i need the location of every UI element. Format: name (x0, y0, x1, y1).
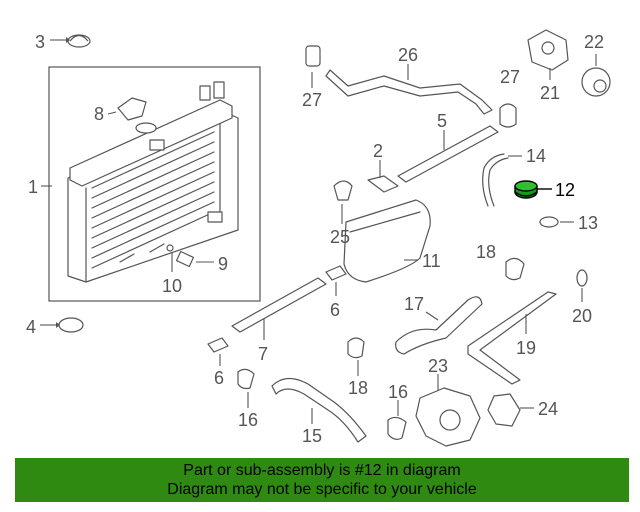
part-18-clamp-lower (347, 337, 365, 376)
callout-3: 3 (35, 32, 45, 52)
part-23-thermostat-housing (415, 374, 481, 447)
part-9-sensor (166, 244, 214, 272)
callout-12: 12 (555, 180, 575, 200)
part-27-clamp-right (499, 103, 517, 128)
parts-diagram: 1 2 3 4 5 6 6 7 8 9 10 11 12 13 14 15 16… (26, 29, 611, 447)
part-24-gasket (487, 393, 534, 427)
part-20-oring (576, 269, 588, 302)
part-3-cap (50, 34, 91, 48)
part-4-cap (40, 317, 84, 333)
part-22-pulley (581, 54, 611, 97)
callout-18-upper: 18 (476, 242, 496, 262)
callout-4: 4 (26, 317, 36, 337)
callout-9: 9 (218, 254, 228, 274)
callout-27-left: 27 (302, 90, 322, 110)
callout-25: 25 (330, 227, 350, 247)
callout-16-right: 16 (388, 382, 408, 402)
callout-7: 7 (258, 344, 268, 364)
part-6-pad-lower (207, 337, 229, 366)
part-16-clamp-right (387, 400, 407, 440)
part-5-strip (397, 125, 499, 183)
callout-2: 2 (373, 141, 383, 161)
callout-6-lower: 6 (214, 368, 224, 388)
part-12-cap-highlighted (514, 180, 552, 199)
callout-11: 11 (422, 251, 441, 271)
callout-20: 20 (572, 306, 592, 326)
notice-line-2: Diagram may not be specific to your vehi… (167, 481, 477, 498)
notice-banner: Part or sub-assembly is #12 in diagram D… (15, 458, 629, 502)
part-13-gasket (539, 216, 574, 228)
part-14-hose (482, 153, 522, 207)
part-19-pipe (467, 291, 557, 385)
callout-21: 21 (540, 83, 560, 103)
part-15-lower-hose (271, 377, 367, 443)
callout-24: 24 (538, 399, 558, 419)
part-17-hose (395, 296, 483, 355)
part-2-bracket (367, 160, 399, 193)
callout-23: 23 (428, 356, 448, 376)
callout-5: 5 (437, 111, 447, 131)
callout-6-upper: 6 (330, 300, 340, 320)
callout-15: 15 (302, 426, 322, 446)
part-8-radiator-cap (107, 97, 147, 121)
callout-22: 22 (584, 32, 604, 52)
callout-27-right: 27 (500, 67, 520, 87)
part-16-clamp-left (237, 368, 255, 408)
callout-26: 26 (398, 45, 418, 65)
callout-13: 13 (578, 213, 598, 233)
callout-18-lower: 18 (348, 378, 368, 398)
part-27-clamp-left (305, 45, 321, 88)
part-7-strip (231, 277, 327, 340)
part-21-housing (527, 29, 569, 80)
part-26-upper-hose (325, 64, 493, 115)
callout-1: 1 (28, 177, 38, 197)
part-11-reservoir (343, 199, 431, 283)
callout-16-left: 16 (238, 410, 258, 430)
part-6-pad-upper (325, 265, 347, 296)
callout-19: 19 (516, 338, 536, 358)
radiator-assembly (48, 66, 261, 302)
callout-17: 17 (404, 294, 424, 314)
notice-line-1: Part or sub-assembly is #12 in diagram (183, 462, 461, 479)
callout-8: 8 (94, 104, 104, 124)
part-18-clamp-upper (505, 257, 525, 281)
part-25-clip (333, 180, 353, 224)
callout-10: 10 (162, 276, 182, 296)
callout-14: 14 (526, 146, 546, 166)
